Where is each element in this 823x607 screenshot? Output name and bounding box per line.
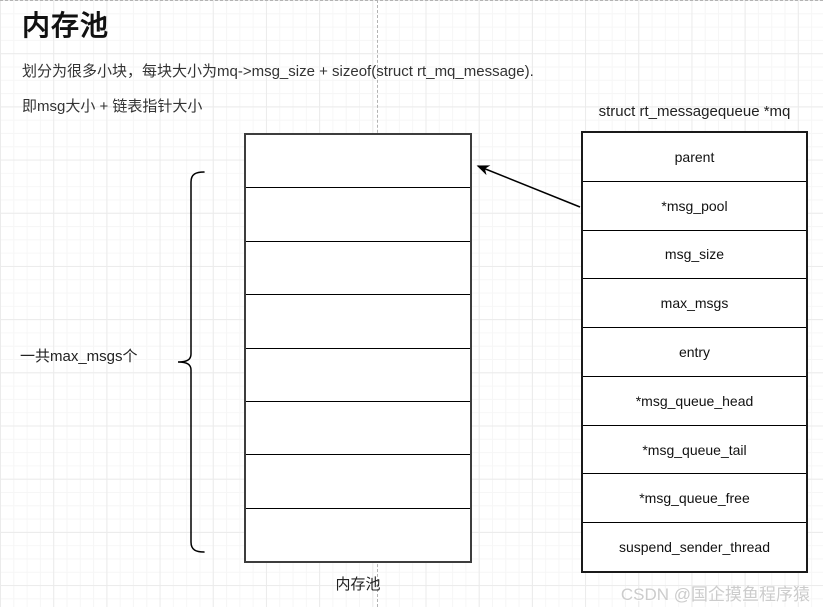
struct-field-row: parent (583, 133, 806, 182)
memory-pool-block (246, 188, 470, 242)
struct-field-row: max_msgs (583, 279, 806, 329)
memory-pool-box (244, 133, 472, 563)
struct-field-row: *msg_queue_free (583, 474, 806, 524)
page-boundary-horizontal-dashed-line (0, 0, 823, 1)
memory-pool-block (246, 455, 470, 509)
note-size-explanation: 即msg大小 + 链表指针大小 (22, 98, 203, 115)
struct-field-row: *msg_pool (583, 182, 806, 231)
memory-pool-caption: 内存池 (335, 576, 381, 593)
memory-pool-block (246, 242, 470, 296)
page-title: 内存池 (22, 10, 110, 41)
struct-field-row: *msg_queue_head (583, 377, 806, 426)
memory-pool-block (246, 295, 470, 349)
struct-field-row: entry (583, 328, 806, 377)
memory-pool-block (246, 349, 470, 402)
csdn-watermark: CSDN @国企摸鱼程序猿 (620, 585, 810, 604)
brace-label: 一共max_msgs个 (20, 348, 138, 365)
max-msgs-brace (177, 171, 205, 553)
struct-table-header: struct rt_messagequeue *mq (598, 103, 791, 120)
memory-pool-block (246, 135, 470, 189)
memory-pool-block (246, 509, 470, 561)
struct-field-row: *msg_queue_tail (583, 426, 806, 475)
memory-pool-block (246, 402, 470, 456)
note-block-size: 划分为很多小块，每块大小为mq->msg_size + sizeof(struc… (22, 63, 534, 80)
struct-field-row: msg_size (583, 231, 806, 280)
struct-field-row: suspend_sender_thread (618, 539, 770, 556)
